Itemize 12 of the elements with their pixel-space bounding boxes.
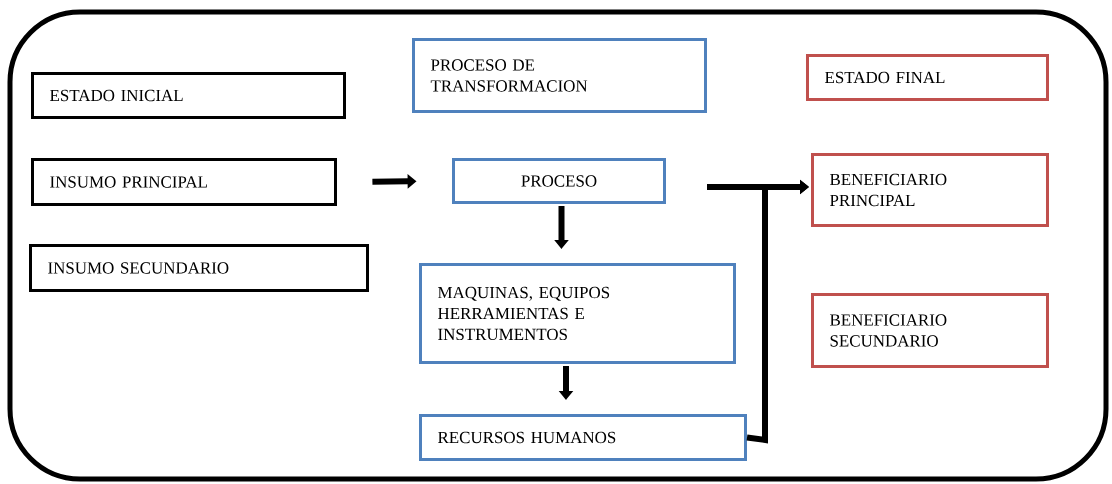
resource-box: RECURSOS HUMANOS [419, 414, 747, 461]
arrow [746, 179, 809, 444]
process-box: PROCESO [452, 158, 666, 204]
beneficiary-box: BENEFICIARIO PRINCIPAL [811, 153, 1049, 227]
resource-box: MAQUINAS, EQUIPOS HERRAMIENTAS E INSTRUMENTOS [419, 263, 736, 364]
input-box: INSUMO SECUNDARIO [29, 244, 369, 292]
input-box: INSUMO PRINCIPAL [31, 158, 337, 206]
process-box: PROCESO DE TRANSFORMACION [412, 38, 707, 113]
frame [7, 9, 1109, 482]
state-box: ESTADO INICIAL [31, 72, 346, 119]
state-box: ESTADO FINAL [806, 54, 1049, 101]
beneficiary-box: BENEFICIARIO SECUNDARIO [811, 293, 1049, 368]
